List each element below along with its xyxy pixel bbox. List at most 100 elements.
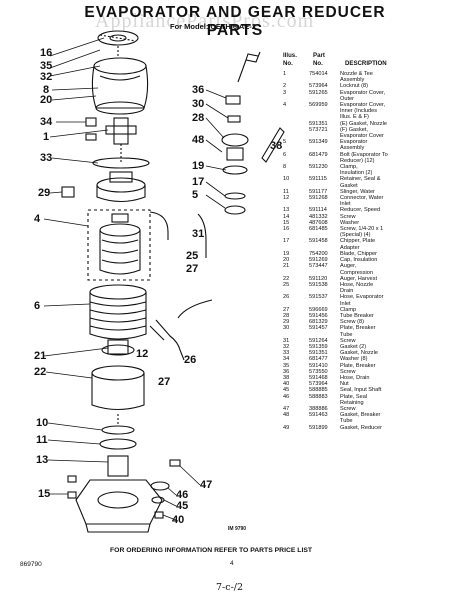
- callout-34: 34: [40, 116, 53, 128]
- description-cell: Cap, Insulation: [340, 257, 378, 264]
- table-row: 591351(E) Gasket, Nozzle: [283, 121, 469, 127]
- page-title: EVAPORATOR AND GEAR REDUCER PARTS: [84, 4, 386, 39]
- callout-29: 29: [38, 187, 51, 199]
- ordering-note: FOR ORDERING INFORMATION REFER TO PARTS …: [110, 547, 313, 554]
- illus-number-cell: 28: [283, 312, 290, 319]
- description-cell: Tube Breaker: [340, 312, 374, 319]
- description-cell: Assembly: [340, 77, 365, 84]
- illus-number-cell: 10: [283, 176, 290, 183]
- nozzle-plate-part: [97, 30, 139, 58]
- callout-33: 33: [40, 152, 53, 164]
- description-cell: Screw, 1/4-20 x 1: [340, 226, 384, 233]
- description-cell: Inlet: [340, 201, 351, 208]
- callout-45: 45: [176, 500, 189, 512]
- description-cell: Locknut (8): [340, 83, 368, 90]
- description-cell: Evaporator Cover: [340, 133, 384, 140]
- description-cell: Gasket (2): [340, 343, 367, 350]
- screw-14-15-part: [67, 475, 77, 499]
- part-number-cell: 591230: [309, 164, 328, 171]
- part-number-cell: 591538: [309, 281, 328, 288]
- table-row: (Special) (4): [283, 232, 469, 238]
- callout-27-lower: 27: [158, 376, 171, 388]
- callout-1: 1: [43, 131, 50, 143]
- illus-number-cell: 11: [283, 188, 289, 195]
- table-row: Drain: [283, 288, 469, 294]
- callout-27-upper: 27: [186, 263, 199, 275]
- table-row: Inner (Includes: [283, 108, 469, 114]
- description-cell: Screw: [340, 337, 356, 344]
- callout-31: 31: [192, 228, 205, 240]
- col-illus-label: Illus.: [283, 52, 297, 59]
- callout-47: 47: [200, 479, 213, 491]
- table-row: Illus. E & F): [283, 114, 469, 120]
- illus-number-cell: 1: [283, 71, 287, 77]
- illus-number-cell: 36: [283, 368, 290, 375]
- washer-34-part: [85, 117, 97, 141]
- illus-number-cell: 46: [283, 393, 290, 400]
- gasket-33-part: [92, 157, 150, 169]
- description-cell: Evaporator Cover,: [340, 89, 386, 96]
- part-number-cell: 591269: [309, 257, 328, 264]
- callout-17: 17: [192, 176, 205, 188]
- illus-number-cell: 29: [283, 319, 290, 326]
- part-number-cell: 591115: [309, 176, 327, 183]
- callout-36: 36: [192, 84, 205, 96]
- description-cell: Clamp,: [340, 164, 358, 171]
- part-number-cell: 591359: [309, 343, 328, 350]
- illus-number-cell: 2: [283, 83, 287, 90]
- illus-number-cell: 33: [283, 350, 290, 357]
- table-row: Assembly: [283, 145, 469, 151]
- illus-number-cell: 27: [283, 306, 290, 313]
- part-number-cell: 591463: [309, 412, 328, 419]
- table-row: Inlet: [283, 301, 469, 307]
- evaporator-coil-part: [89, 284, 147, 340]
- drain-hose-part: [261, 127, 285, 163]
- illus-number-cell: 21: [283, 263, 290, 270]
- illus-number-cell: 4: [283, 102, 287, 109]
- description-cell: Drain: [340, 288, 354, 295]
- illus-number-cell: 17: [283, 238, 290, 245]
- callout-32: 32: [40, 71, 53, 83]
- callout-8: 8: [43, 84, 50, 96]
- table-row: Retaining: [283, 400, 469, 406]
- illus-number-cell: 22: [283, 275, 290, 282]
- description-cell: Retaining: [340, 399, 364, 406]
- part-number-cell: 754200: [309, 250, 328, 257]
- description-cell: Chipper, Plate: [340, 238, 376, 245]
- illus-number-cell: 19: [283, 250, 290, 257]
- callout-15: 15: [38, 488, 51, 500]
- description-cell: Evaporator: [340, 139, 368, 146]
- col-description-label: DESCRIPTION: [345, 60, 387, 67]
- description-cell: Hose, Drain: [340, 374, 370, 381]
- description-cell: Tube: [340, 331, 353, 338]
- table-row: Tube: [283, 332, 469, 338]
- table-row: Adapter: [283, 245, 469, 251]
- description-cell: Assembly: [340, 145, 365, 152]
- retainer-seal-part: [99, 425, 137, 450]
- description-cell: Screw (8): [340, 319, 364, 326]
- callout-48: 48: [192, 134, 205, 146]
- table-row: Tube: [283, 418, 469, 424]
- handwritten-date: 7-c-/2: [216, 582, 244, 593]
- part-number-cell: 591265: [309, 89, 328, 96]
- table-row: Assembly: [283, 77, 469, 83]
- illus-number-cell: 15: [283, 219, 290, 226]
